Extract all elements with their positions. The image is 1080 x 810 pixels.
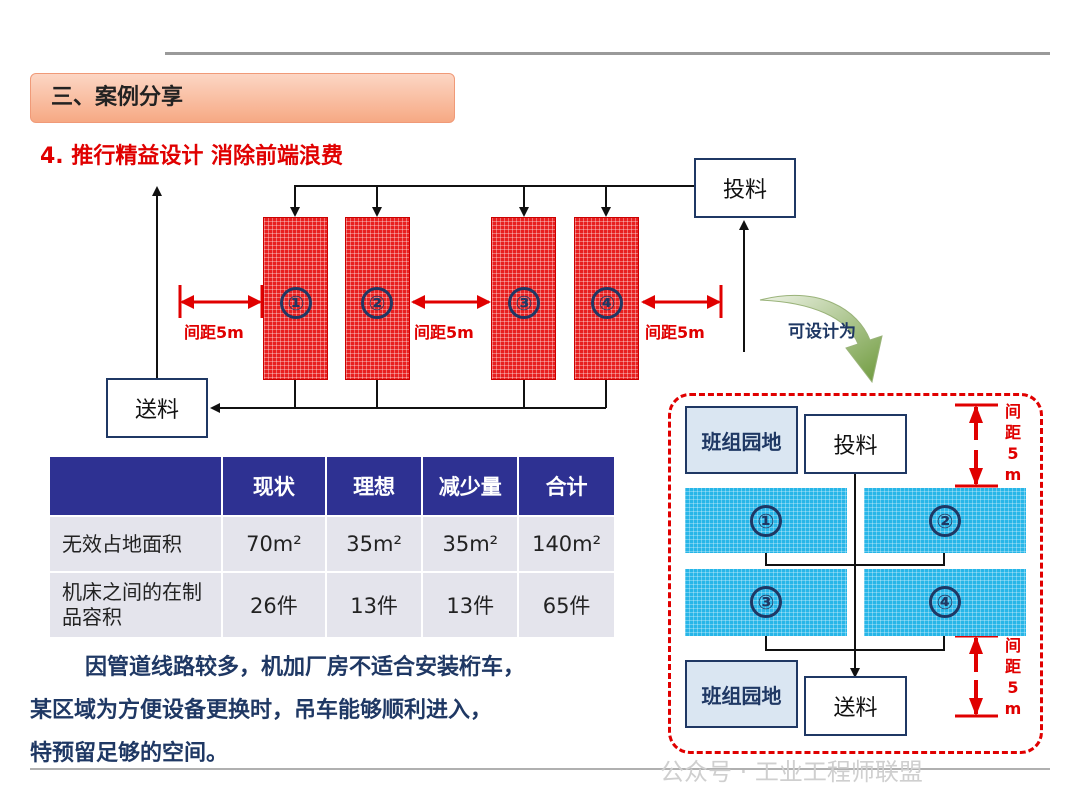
body-line: 某区域为方便设备更换时，吊车能够顺利进入， xyxy=(30,698,493,723)
feed-in-box: 投料 xyxy=(694,158,796,218)
table-header xyxy=(47,455,224,517)
body-line: 特预留足够的空间。 xyxy=(30,741,229,766)
machine-3-number: ③ xyxy=(508,287,540,319)
page-subtitle: 4. 推行精益设计 消除前端浪费 xyxy=(40,144,343,169)
bottom-divider xyxy=(30,768,1050,770)
table-header: 减少量 xyxy=(421,455,520,517)
section-title: 三、案例分享 xyxy=(30,73,455,123)
watermark: 公众号 · 工业工程师联盟 xyxy=(660,758,923,786)
table-cell: 65件 xyxy=(517,571,616,639)
table-header: 现状 xyxy=(221,455,327,517)
machine-2 xyxy=(345,217,410,380)
machine-1 xyxy=(263,217,328,380)
machine-1-number: ① xyxy=(280,287,312,319)
body-paragraph: 因管道线路较多，机加厂房不适合安装桁车， 某区域为方便设备更换时，吊车能够顺利进… xyxy=(30,646,630,775)
machine-4 xyxy=(574,217,639,380)
table-row-label: 机床之间的在制品容积 xyxy=(47,571,224,639)
redesign-feed-out-label: 送料 xyxy=(833,696,878,721)
redesign-panel xyxy=(668,393,1043,754)
table-cell: 13件 xyxy=(421,571,520,639)
vertical-spacing-label-top: 间 距 5 m xyxy=(1004,402,1022,484)
vertical-spacing-label-bottom: 间 距 5 m xyxy=(1004,636,1022,718)
feed-out-label: 送料 xyxy=(134,398,179,423)
redesign-feed-in-box: 投料 xyxy=(804,414,907,474)
redesign-machine-2-number: ② xyxy=(929,505,961,537)
table-header-row: 现状 理想 减少量 合计 xyxy=(47,455,616,517)
table-row: 无效占地面积 70m² 35m² 35m² 140m² xyxy=(47,515,616,573)
team-garden-top: 班组园地 xyxy=(685,406,798,474)
redesign-machine-1-number: ① xyxy=(750,505,782,537)
top-divider xyxy=(165,52,1050,55)
table-cell: 70m² xyxy=(221,515,327,573)
table-cell: 13件 xyxy=(324,571,424,639)
feed-in-label: 投料 xyxy=(722,178,767,203)
table-cell: 35m² xyxy=(324,515,424,573)
body-line: 因管道线路较多，机加厂房不适合安装桁车， xyxy=(85,655,526,680)
machine-2-number: ② xyxy=(361,287,393,319)
team-garden-bottom: 班组园地 xyxy=(685,660,798,728)
redesign-arrow-label: 可设计为 xyxy=(788,322,856,342)
redesign-machine-3-number: ③ xyxy=(750,586,782,618)
comparison-table: 现状 理想 减少量 合计 无效占地面积 70m² 35m² 35m² 140m²… xyxy=(47,455,616,639)
table-header: 理想 xyxy=(324,455,424,517)
redesign-feed-in-label: 投料 xyxy=(833,434,878,459)
machine-4-number: ④ xyxy=(591,287,623,319)
table-row: 机床之间的在制品容积 26件 13件 13件 65件 xyxy=(47,571,616,639)
table-cell: 26件 xyxy=(221,571,327,639)
redesign-feed-out-box: 送料 xyxy=(804,676,907,736)
spacing-label-left: 间距5m xyxy=(184,319,244,343)
redesign-machine-4-number: ④ xyxy=(929,586,961,618)
table-cell: 35m² xyxy=(421,515,520,573)
table-header: 合计 xyxy=(517,455,616,517)
spacing-label-middle: 间距5m xyxy=(414,319,474,343)
feed-out-box: 送料 xyxy=(106,378,208,438)
spacing-label-right: 间距5m xyxy=(645,319,705,343)
table-cell: 140m² xyxy=(517,515,616,573)
table-row-label: 无效占地面积 xyxy=(47,515,224,573)
